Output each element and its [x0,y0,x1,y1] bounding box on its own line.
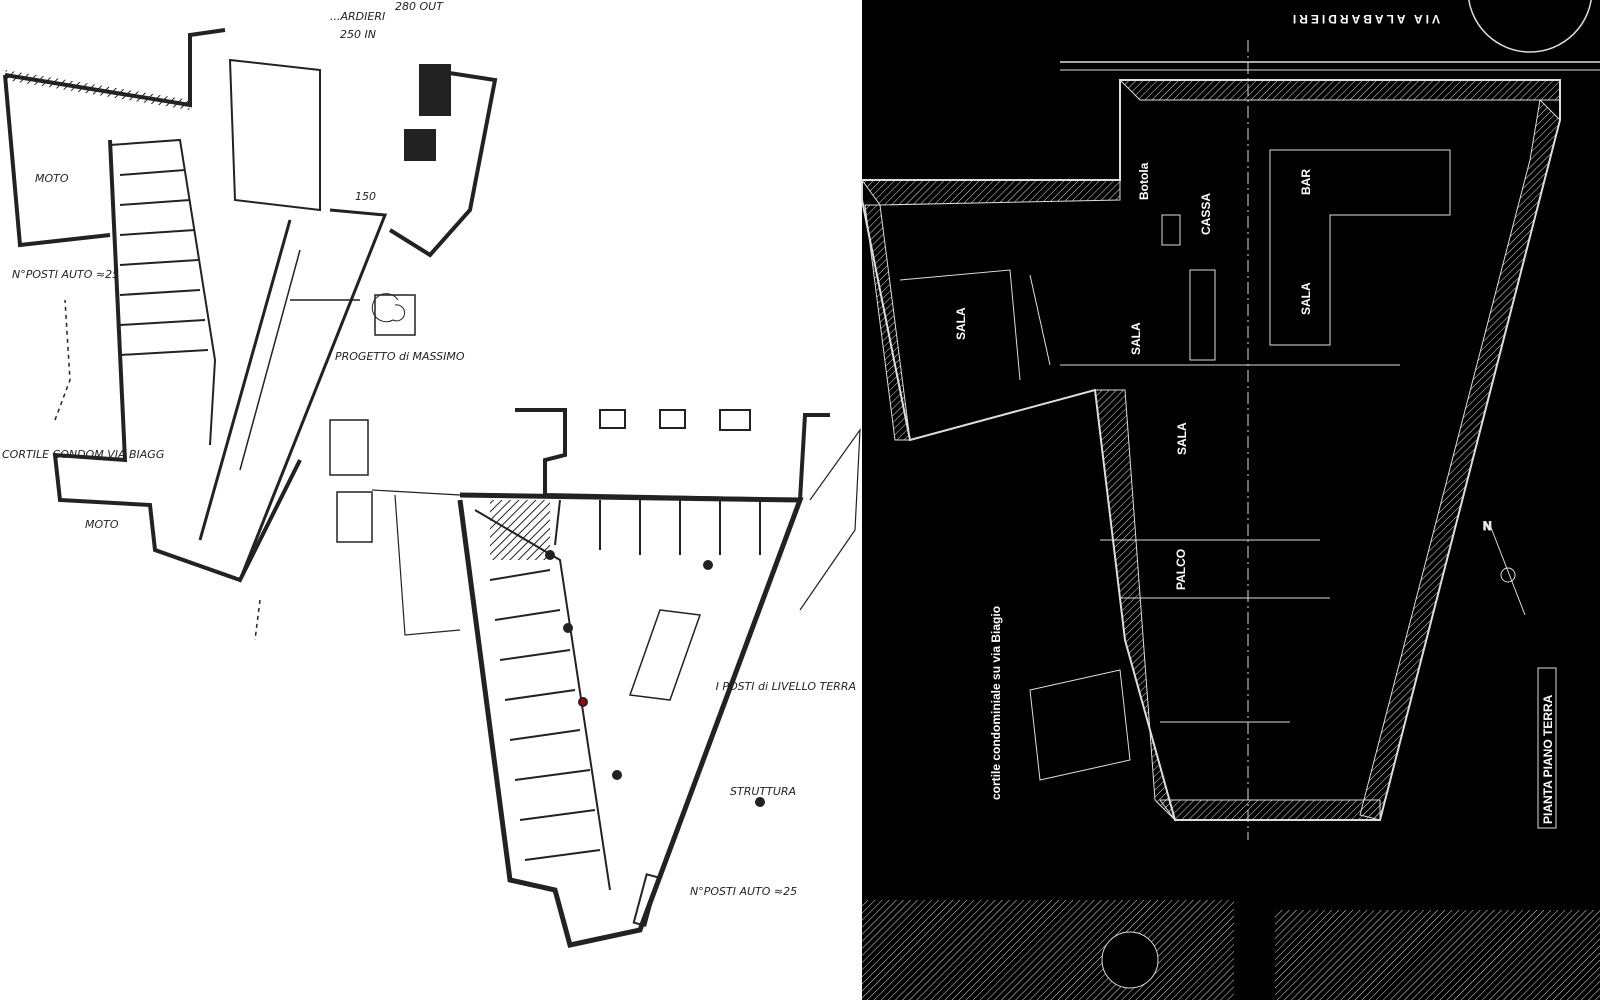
cortile-label: cortile condominiale su via Biagio [989,606,1003,800]
sketch-label-out: 280 OUT [395,0,444,13]
cassa-label: CASSA [1199,193,1213,235]
room-label-sala: SALA [954,307,968,340]
stamp-seal [1468,0,1592,53]
sketch-plan-lower [371,408,861,948]
plan-title: PIANTA PIANO TERRA [1541,694,1555,824]
room-label-sala: SALA [1175,422,1189,455]
sketch-posti-lower: N°POSTI AUTO ≈25 [690,885,797,898]
title-box: PIANTA PIANO TERRA [1537,667,1557,829]
sketch-panel: ...ARDIERI 250 IN 280 OUT 150 N°POSTI AU… [2,0,861,948]
sketch-label-in: 250 IN [340,28,376,41]
room-label-sala: SALA [1129,322,1143,355]
sketch-livello-label: I POSTI di LIVELLO TERRA [716,680,856,693]
street-label: VIA ALABARDIERI [1290,12,1440,26]
room-label-sala: SALA [1299,282,1313,315]
north-label: N [1483,519,1492,533]
sketch-plan-upper [3,28,498,641]
sketch-progetto-label: PROGETTO di MASSIMO [335,350,465,363]
sketch-posti-upper: N°POSTI AUTO ≈25 [12,268,119,281]
site-plan-strip [862,900,1600,1000]
sketch-struttura-label: STRUTTURA [730,785,796,798]
cad-room-labels: SALA SALA SALA SALA PALCO BAR Botola CAS… [954,162,1313,800]
sketch-moto-bottom: MOTO [85,518,119,531]
botola-label: Botola [1137,162,1151,200]
north-arrow-icon: N [1483,519,1526,616]
cad-plan-panel: SALA SALA SALA SALA PALCO BAR Botola CAS… [861,0,1600,1000]
room-label-palco: PALCO [1174,549,1188,590]
sketch-dimension: 150 [355,190,376,203]
sketch-moto-left: MOTO [35,172,69,185]
bar-label: BAR [1299,169,1313,195]
sketch-cortile-label: CORTILE CONDOM VIA BIAGG [2,448,164,461]
sketch-title-fragment: ...ARDIERI [330,10,385,23]
